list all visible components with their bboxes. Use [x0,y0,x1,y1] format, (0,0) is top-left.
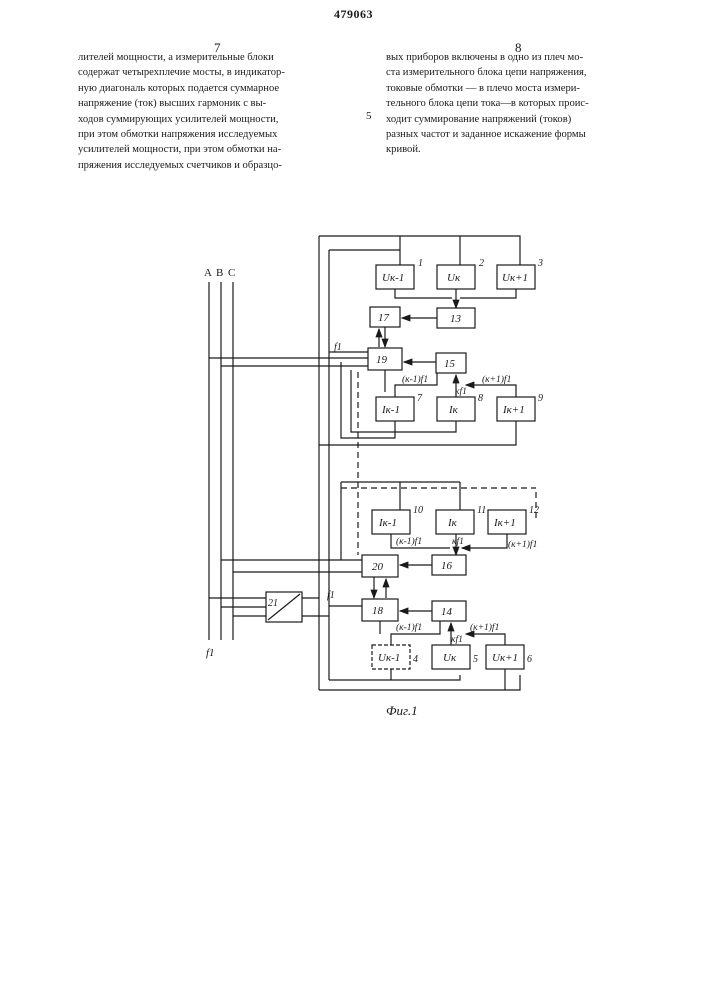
block-number: 2 [479,258,484,269]
freq-label: (к+1)f1 [470,622,499,633]
block-label: 19 [376,354,388,366]
block-label: 17 [378,312,390,324]
rails [319,236,520,690]
freq-label: (к+1)f1 [508,539,537,550]
f1-label: f1 [327,590,335,601]
block-label: Iк-1 [381,404,400,416]
freq-label: (к+1)f1 [482,374,511,385]
block-number: 3 [537,258,543,269]
block-label: 18 [372,605,384,617]
block-label: 15 [444,358,456,370]
block-label: 21 [268,598,278,609]
block-label: Uк-1 [382,272,404,284]
top-voltage-blocks: Uк-1 Uк Uк+1 1 2 3 [376,258,543,308]
upper-current-blocks: Iк-1 Iк Iк+1 7 8 9 (к-1)f1 кf1 (к+1)f1 [319,362,543,445]
block-number: 11 [477,505,486,516]
freq-label: (к-1)f1 [402,374,428,385]
block-number: 7 [417,393,423,404]
block-label: Uк [443,652,457,664]
block-label: 20 [372,561,384,573]
block-label: 14 [441,606,453,618]
block-label: Uк-1 [378,652,400,664]
phase-label: A [204,267,212,279]
block-label: Iк [448,404,459,416]
f1-label: f1 [334,342,342,353]
freq-label: (к-1)f1 [396,622,422,633]
phase-bus: A B C f1 [204,267,235,659]
block-number: 12 [529,505,539,516]
figure-caption: Фиг.1 [386,703,418,719]
block-label: Iк [447,517,458,529]
block-label: Uк+1 [492,652,518,664]
block-label: Iк-1 [378,517,397,529]
phase-label: B [216,267,223,279]
block-label: Uк [447,272,461,284]
f1-label: f1 [206,647,215,659]
block-number: 6 [527,654,532,665]
block-label: 13 [450,313,462,325]
block-number: 8 [478,393,483,404]
block-number: 1 [418,258,423,269]
phase-label: C [228,267,235,279]
block-number: 10 [413,505,423,516]
block-label: Iк+1 [493,517,516,529]
freq-label: кf1 [455,386,467,397]
block-21: 21 f1 [209,590,335,622]
blocks-13-17: 13 17 [370,307,475,347]
block-number: 9 [538,393,543,404]
block-label: Uк+1 [502,272,528,284]
lower-current-blocks: Iк-1 Iк Iк+1 10 11 12 (к-1)f1 кf1 (к+1)f… [341,482,539,560]
block-number: 4 [413,654,418,665]
block-label: Iк+1 [502,404,525,416]
freq-label: кf1 [452,536,464,547]
freq-label: (к-1)f1 [396,536,422,547]
block-number: 5 [473,654,478,665]
block-label: 16 [441,560,453,572]
blocks-20-16: 20 16 [221,555,466,598]
freq-label: кf1 [451,634,463,645]
